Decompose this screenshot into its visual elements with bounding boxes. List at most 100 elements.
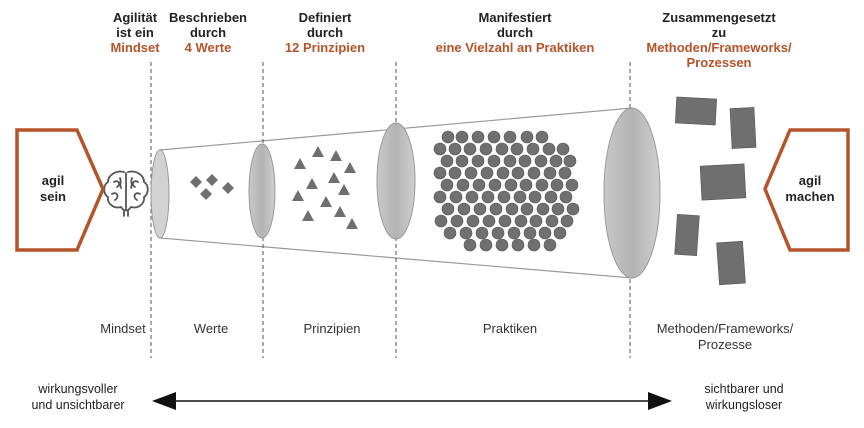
circle-icon	[440, 178, 454, 192]
circle-icon	[518, 154, 532, 168]
label-line: Prozesse	[697, 337, 753, 352]
circle-icon	[463, 142, 477, 156]
tag-line: agil	[798, 173, 822, 188]
header-accent: Prozessen	[686, 55, 752, 70]
arrow-head-right	[648, 392, 672, 410]
triangle-icon	[334, 206, 346, 217]
circle-icon	[475, 226, 489, 240]
circle-icon	[471, 154, 485, 168]
circle-icon	[495, 238, 509, 252]
circle-icon	[503, 154, 517, 168]
tag-line: machen	[785, 189, 835, 204]
label-praktiken: Praktiken	[482, 321, 538, 336]
circle-icon	[523, 226, 537, 240]
label-line: Methoden/Frameworks/	[656, 321, 794, 336]
header-line: durch	[496, 25, 534, 40]
circle-icon	[559, 190, 573, 204]
circle-icon	[479, 142, 493, 156]
header-line: durch	[306, 25, 344, 40]
header-accent: eine Vielzahl an Praktiken	[435, 40, 595, 55]
circle-icon	[527, 238, 541, 252]
circle-icon	[472, 178, 486, 192]
circle-icon	[488, 178, 502, 192]
header-practices: Manifestiert durch eine Vielzahl an Prak…	[415, 10, 615, 55]
footer-left: wirkungsvoller und unsichtbarer	[8, 381, 148, 413]
footer-line: und unsichtbarer	[31, 398, 125, 412]
circle-icons	[433, 130, 580, 252]
triangle-icon	[346, 218, 358, 229]
triangle-icon	[294, 158, 306, 169]
agil-machen-arrow	[763, 128, 850, 252]
header-line: durch	[189, 25, 227, 40]
circle-icon	[536, 202, 550, 216]
funnel-end-ellipse	[603, 107, 661, 279]
circle-icon	[433, 166, 447, 180]
double-arrow	[152, 392, 672, 410]
circle-icon	[433, 142, 447, 156]
rectangle-icon	[699, 163, 747, 201]
header-principles: Definiert durch 12 Prinzipien	[270, 10, 380, 55]
circle-icon	[482, 214, 496, 228]
triangle-icon	[302, 210, 314, 221]
circle-icon	[535, 178, 549, 192]
diamond-icon	[222, 182, 234, 194]
circle-icon	[551, 202, 565, 216]
header-accent: 4 Werte	[184, 40, 232, 55]
circle-icon	[489, 202, 503, 216]
circle-icon	[498, 214, 512, 228]
triangle-icon	[344, 162, 356, 173]
diamond-icon	[200, 188, 212, 200]
funnel-start-ellipse	[150, 149, 170, 239]
circle-icon	[505, 202, 519, 216]
circle-icon	[513, 190, 527, 204]
rectangle-icon	[674, 213, 700, 257]
circle-icon	[558, 166, 572, 180]
rectangle-icons	[674, 96, 757, 286]
header-values: Beschrieben durch 4 Werte	[160, 10, 256, 55]
brain-icon	[103, 170, 149, 217]
circle-icon	[434, 214, 448, 228]
header-accent: Mindset	[110, 40, 160, 55]
circle-icon	[511, 166, 525, 180]
header-line: Manifestiert	[478, 10, 552, 25]
circle-icon	[526, 142, 540, 156]
footer-line: wirkungsvoller	[38, 382, 118, 396]
circle-icon	[473, 202, 487, 216]
circle-icon	[542, 142, 556, 156]
circle-icon	[440, 154, 454, 168]
circle-icon	[553, 226, 567, 240]
tag-line: agil	[41, 173, 65, 188]
header-line: Beschrieben	[168, 10, 248, 25]
circle-icon	[549, 154, 563, 168]
circle-icon	[504, 178, 518, 192]
circle-icon	[496, 166, 510, 180]
funnel-ring-1	[248, 143, 276, 239]
triangle-icon	[338, 184, 350, 195]
circle-icon	[459, 226, 473, 240]
circle-icon	[448, 142, 462, 156]
header-accent: Methoden/Frameworks/	[646, 40, 792, 55]
circle-icon	[497, 190, 511, 204]
circle-icon	[450, 214, 464, 228]
header-accent: 12 Prinzipien	[284, 40, 366, 55]
triangle-icon	[320, 196, 332, 207]
triangle-icon	[328, 172, 340, 183]
circle-icon	[514, 214, 528, 228]
circle-icon	[563, 154, 577, 168]
header-methods: Zusammengesetzt zu Methoden/Frameworks/ …	[636, 10, 802, 70]
circle-icon	[545, 214, 559, 228]
circle-icon	[481, 190, 495, 204]
circle-icon	[487, 130, 501, 144]
circle-icon	[520, 130, 534, 144]
label-methoden: Methoden/Frameworks/ Prozesse	[640, 321, 810, 353]
circle-icon	[433, 190, 447, 204]
footer-line: sichtbarer und	[704, 382, 784, 396]
circle-icon	[534, 154, 548, 168]
circle-icon	[457, 202, 471, 216]
circle-icon	[448, 166, 462, 180]
header-line: ist ein	[116, 25, 154, 40]
circle-icon	[491, 226, 505, 240]
circle-icon	[543, 166, 557, 180]
rectangle-icon	[675, 96, 717, 126]
arrow-head-left	[152, 392, 176, 410]
